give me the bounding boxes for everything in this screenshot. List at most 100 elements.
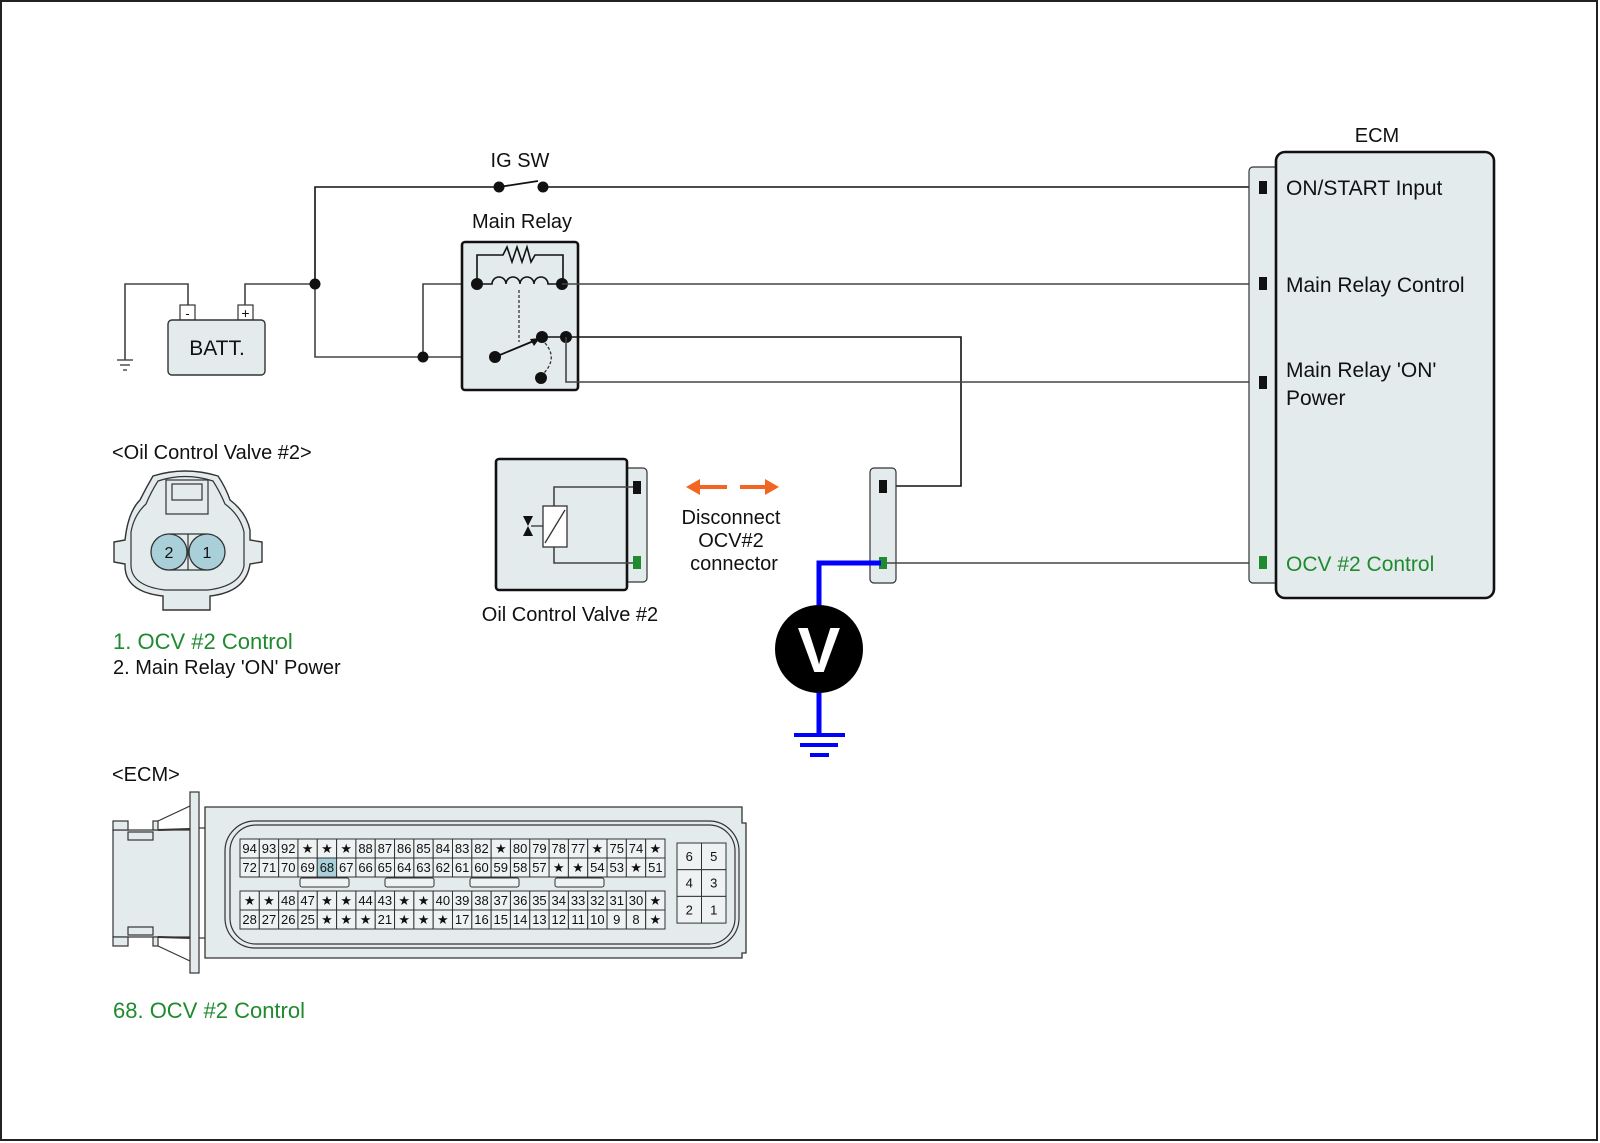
- ecm-pin-label: 39: [455, 893, 469, 908]
- ecm-module: ECM ON/START Input Main Relay Control Ma…: [1248, 125, 1496, 600]
- ocv-internal-wire: [553, 486, 633, 506]
- ecm-pin-label: 10: [590, 912, 604, 927]
- ecm-pin-label: 78: [552, 841, 566, 856]
- ecm-pin-label: 27: [262, 912, 276, 927]
- ecm-plug: [112, 791, 205, 974]
- ecm-pin-label: 51: [648, 860, 662, 875]
- ocv-pin-1: [188, 533, 226, 571]
- switch-travel-dashed: [543, 342, 552, 374]
- ecm-box: [1274, 150, 1496, 600]
- ecm-pin-label: 30: [629, 893, 643, 908]
- harness-connector-body: [869, 467, 897, 584]
- ecm-pin-label: ★: [592, 841, 604, 856]
- ocv-pin-green: [633, 556, 641, 569]
- ecm-pin-label: ★: [650, 912, 662, 927]
- ecm-pin-label: ★: [437, 912, 449, 927]
- ecm-pin-label: ★: [360, 912, 372, 927]
- ecm-pin-label: 68: [320, 860, 334, 875]
- ecm-pin-label: 60: [474, 860, 488, 875]
- ecm-label-main-relay-control: Main Relay Control: [1286, 274, 1465, 297]
- ecm-pin-label: 64: [397, 860, 411, 875]
- ecm-pin-label: 54: [590, 860, 604, 875]
- ocv-latch-inner: [171, 483, 203, 501]
- ecm-pin-cell: [645, 909, 666, 930]
- ground-icon: [117, 359, 133, 371]
- ecm-pin-label: 5: [710, 849, 717, 864]
- ecm-pin-label: 85: [416, 841, 430, 856]
- ecm-connector-title: <ECM>: [112, 764, 180, 786]
- ecm-pin-label: ★: [321, 841, 333, 856]
- main-relay-box: [460, 240, 580, 392]
- ecm-pin-label: 53: [609, 860, 623, 875]
- ecm-pin-label: ★: [340, 841, 352, 856]
- ecm-pin-label: ★: [340, 912, 352, 927]
- ecm-pin-label: 37: [494, 893, 508, 908]
- ecm-pin-label: 84: [436, 841, 450, 856]
- valve-icon: [523, 516, 533, 536]
- ecm-aux-pin-cell: [676, 842, 702, 871]
- ecm-pin-label: 33: [571, 893, 585, 908]
- relay-coil-icon: [477, 276, 562, 285]
- ecm-pin-label: ★: [244, 893, 256, 908]
- ocv-pin-black: [633, 481, 641, 494]
- relay-coil-supply-wire: [422, 283, 477, 357]
- probe-wire: [816, 560, 881, 607]
- ecm-title: ECM: [1355, 125, 1399, 147]
- ecm-pin-label: 8: [632, 912, 639, 927]
- ecm-key-slot: [384, 877, 435, 888]
- disconnect-line-2: OCV#2: [698, 530, 764, 552]
- disconnect-line-3: connector: [690, 553, 778, 575]
- ecm-pin-label: ★: [630, 860, 642, 875]
- ecm-key-slot: [554, 877, 605, 888]
- ecm-pin-label: 35: [532, 893, 546, 908]
- ecm-pin-label: 93: [262, 841, 276, 856]
- ecm-aux-pin-cell: [701, 869, 727, 897]
- ecm-pin-label: 58: [513, 860, 527, 875]
- ecm-pin-label: ★: [340, 893, 352, 908]
- ecm-pin-cell: [645, 857, 666, 878]
- ecm-aux-pin-cell: [676, 895, 702, 924]
- ecm-pin-label: 92: [281, 841, 295, 856]
- ecm-pin-label: 31: [609, 893, 623, 908]
- relay-nc-contact-dot: [535, 372, 547, 384]
- ecm-pin-label: 6: [686, 849, 693, 864]
- ecm-pin-label: 2: [686, 902, 693, 917]
- ecm-pin-label: 38: [474, 893, 488, 908]
- ecm-pin-label: ★: [321, 912, 333, 927]
- ecm-pin-label: ★: [321, 893, 333, 908]
- ecm-pin-label: 74: [629, 841, 643, 856]
- ecm-pin-label: 61: [455, 860, 469, 875]
- ground-icon: [794, 733, 845, 757]
- ocv-pin-2: [150, 533, 188, 571]
- battery-negative-label: -: [185, 306, 189, 321]
- ecm-pin-ocv2-control: [1259, 556, 1267, 569]
- ecm-pin-label: 3: [710, 876, 717, 891]
- harness-connector: [869, 467, 897, 584]
- ocv-connector-face: <Oil Control Valve #2> 2 1 1. OCV #2 Con…: [112, 442, 341, 679]
- ecm-label-on-start: ON/START Input: [1286, 177, 1443, 200]
- battery-body: [167, 319, 266, 376]
- ocv-legend-item-2: 2. Main Relay 'ON' Power: [113, 657, 341, 679]
- ecm-pin-label: 59: [494, 860, 508, 875]
- ecm-pin-label: 26: [281, 912, 295, 927]
- ecm-pin-label: 62: [436, 860, 450, 875]
- ecm-pin-label: 86: [397, 841, 411, 856]
- ocv-pin-2-label: 2: [165, 545, 174, 562]
- ecm-pin-label: 47: [300, 893, 314, 908]
- ecm-pin-label: ★: [263, 893, 275, 908]
- ecm-connector-rim-inner: [229, 824, 736, 945]
- ecm-pin-label: 80: [513, 841, 527, 856]
- main-relay: Main Relay: [460, 211, 580, 392]
- ocv-pin-1-label: 1: [203, 545, 212, 562]
- ecm-pin-label: 43: [378, 893, 392, 908]
- ecm-aux-pin-cell: [676, 869, 702, 897]
- switch-lever: [498, 180, 539, 188]
- harness-pin-green: [879, 557, 887, 569]
- arrow-left-icon: [686, 479, 700, 495]
- relay-switch-lever: [494, 339, 537, 358]
- ocv-connector-title: <Oil Control Valve #2>: [112, 442, 312, 464]
- ecm-keys: [299, 877, 605, 888]
